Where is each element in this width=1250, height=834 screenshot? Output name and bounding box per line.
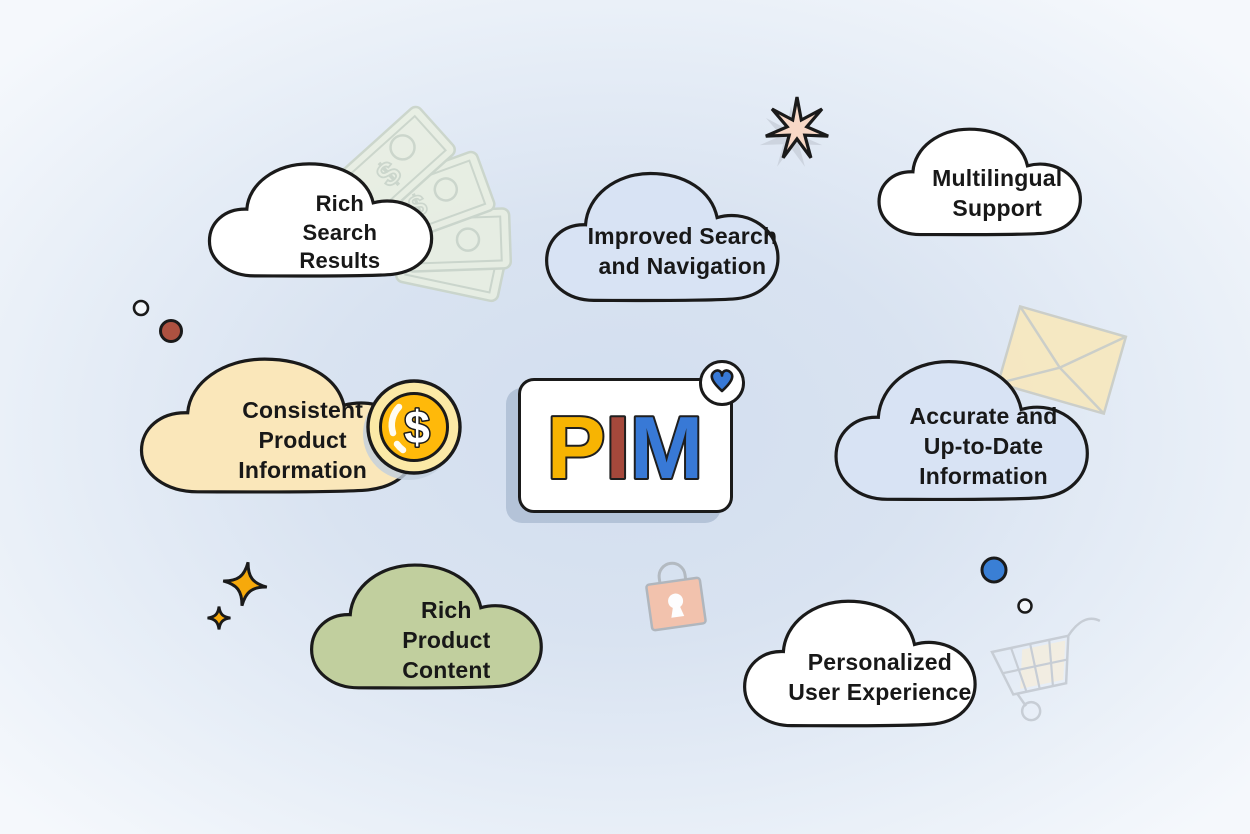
- pim-letter-p: P: [547, 398, 606, 497]
- sparkle-icon: [222, 561, 268, 607]
- pim-card: PIM: [518, 378, 733, 513]
- cloud-label: Accurate and Up-to-Date Information: [909, 402, 1058, 489]
- pim-letter-m: M: [630, 398, 703, 497]
- cloud-shape: [307, 552, 583, 700]
- cloud-shape: [205, 152, 472, 287]
- padlock-icon: [645, 561, 707, 632]
- pim-wordmark: PIM: [545, 396, 705, 499]
- cloud-consistent-product-information: Consistent Product Information: [136, 345, 466, 505]
- sparkle-icon: [207, 606, 231, 630]
- ring-decoration: [132, 299, 150, 317]
- pim-letter-i: I: [605, 398, 629, 497]
- cloud-shape: [831, 347, 1133, 513]
- cloud-shape: [875, 118, 1117, 245]
- pim-heart-badge: [699, 360, 745, 406]
- cloud-accurate-and-up-to-date-information: Accurate and Up-to-Date Information: [831, 347, 1133, 513]
- cloud-personalized-user-experience: Personalized User Experience: [740, 588, 1017, 738]
- cloud-label: Improved Search and Navigation: [587, 222, 778, 279]
- cloud-label: Rich Search Results: [299, 191, 381, 274]
- cloud-label: Personalized User Experience: [788, 649, 972, 705]
- cloud-shape: [136, 345, 466, 505]
- cloud-rich-product-content: Rich Product Content: [307, 552, 583, 700]
- cloud-rich-search-results: Rich Search Results: [205, 152, 472, 287]
- heart-icon: [710, 369, 734, 393]
- cloud-label: Multilingual Support: [932, 165, 1063, 222]
- cloud-label: Consistent Product Information: [238, 397, 367, 483]
- cloud-label: Rich Product Content: [402, 596, 491, 683]
- cloud-shape: [542, 160, 820, 313]
- starburst-icon: [759, 96, 829, 167]
- ring-decoration: [1017, 598, 1033, 614]
- dot-blue-decoration: [980, 556, 1008, 584]
- dot-dark-red-decoration: [159, 319, 183, 343]
- cloud-shape: [740, 588, 1017, 738]
- cloud-multilingual-support: Multilingual Support: [875, 118, 1117, 245]
- svg-text:PIM: PIM: [547, 398, 703, 497]
- cloud-improved-search-and-navigation: Improved Search and Navigation: [542, 160, 820, 313]
